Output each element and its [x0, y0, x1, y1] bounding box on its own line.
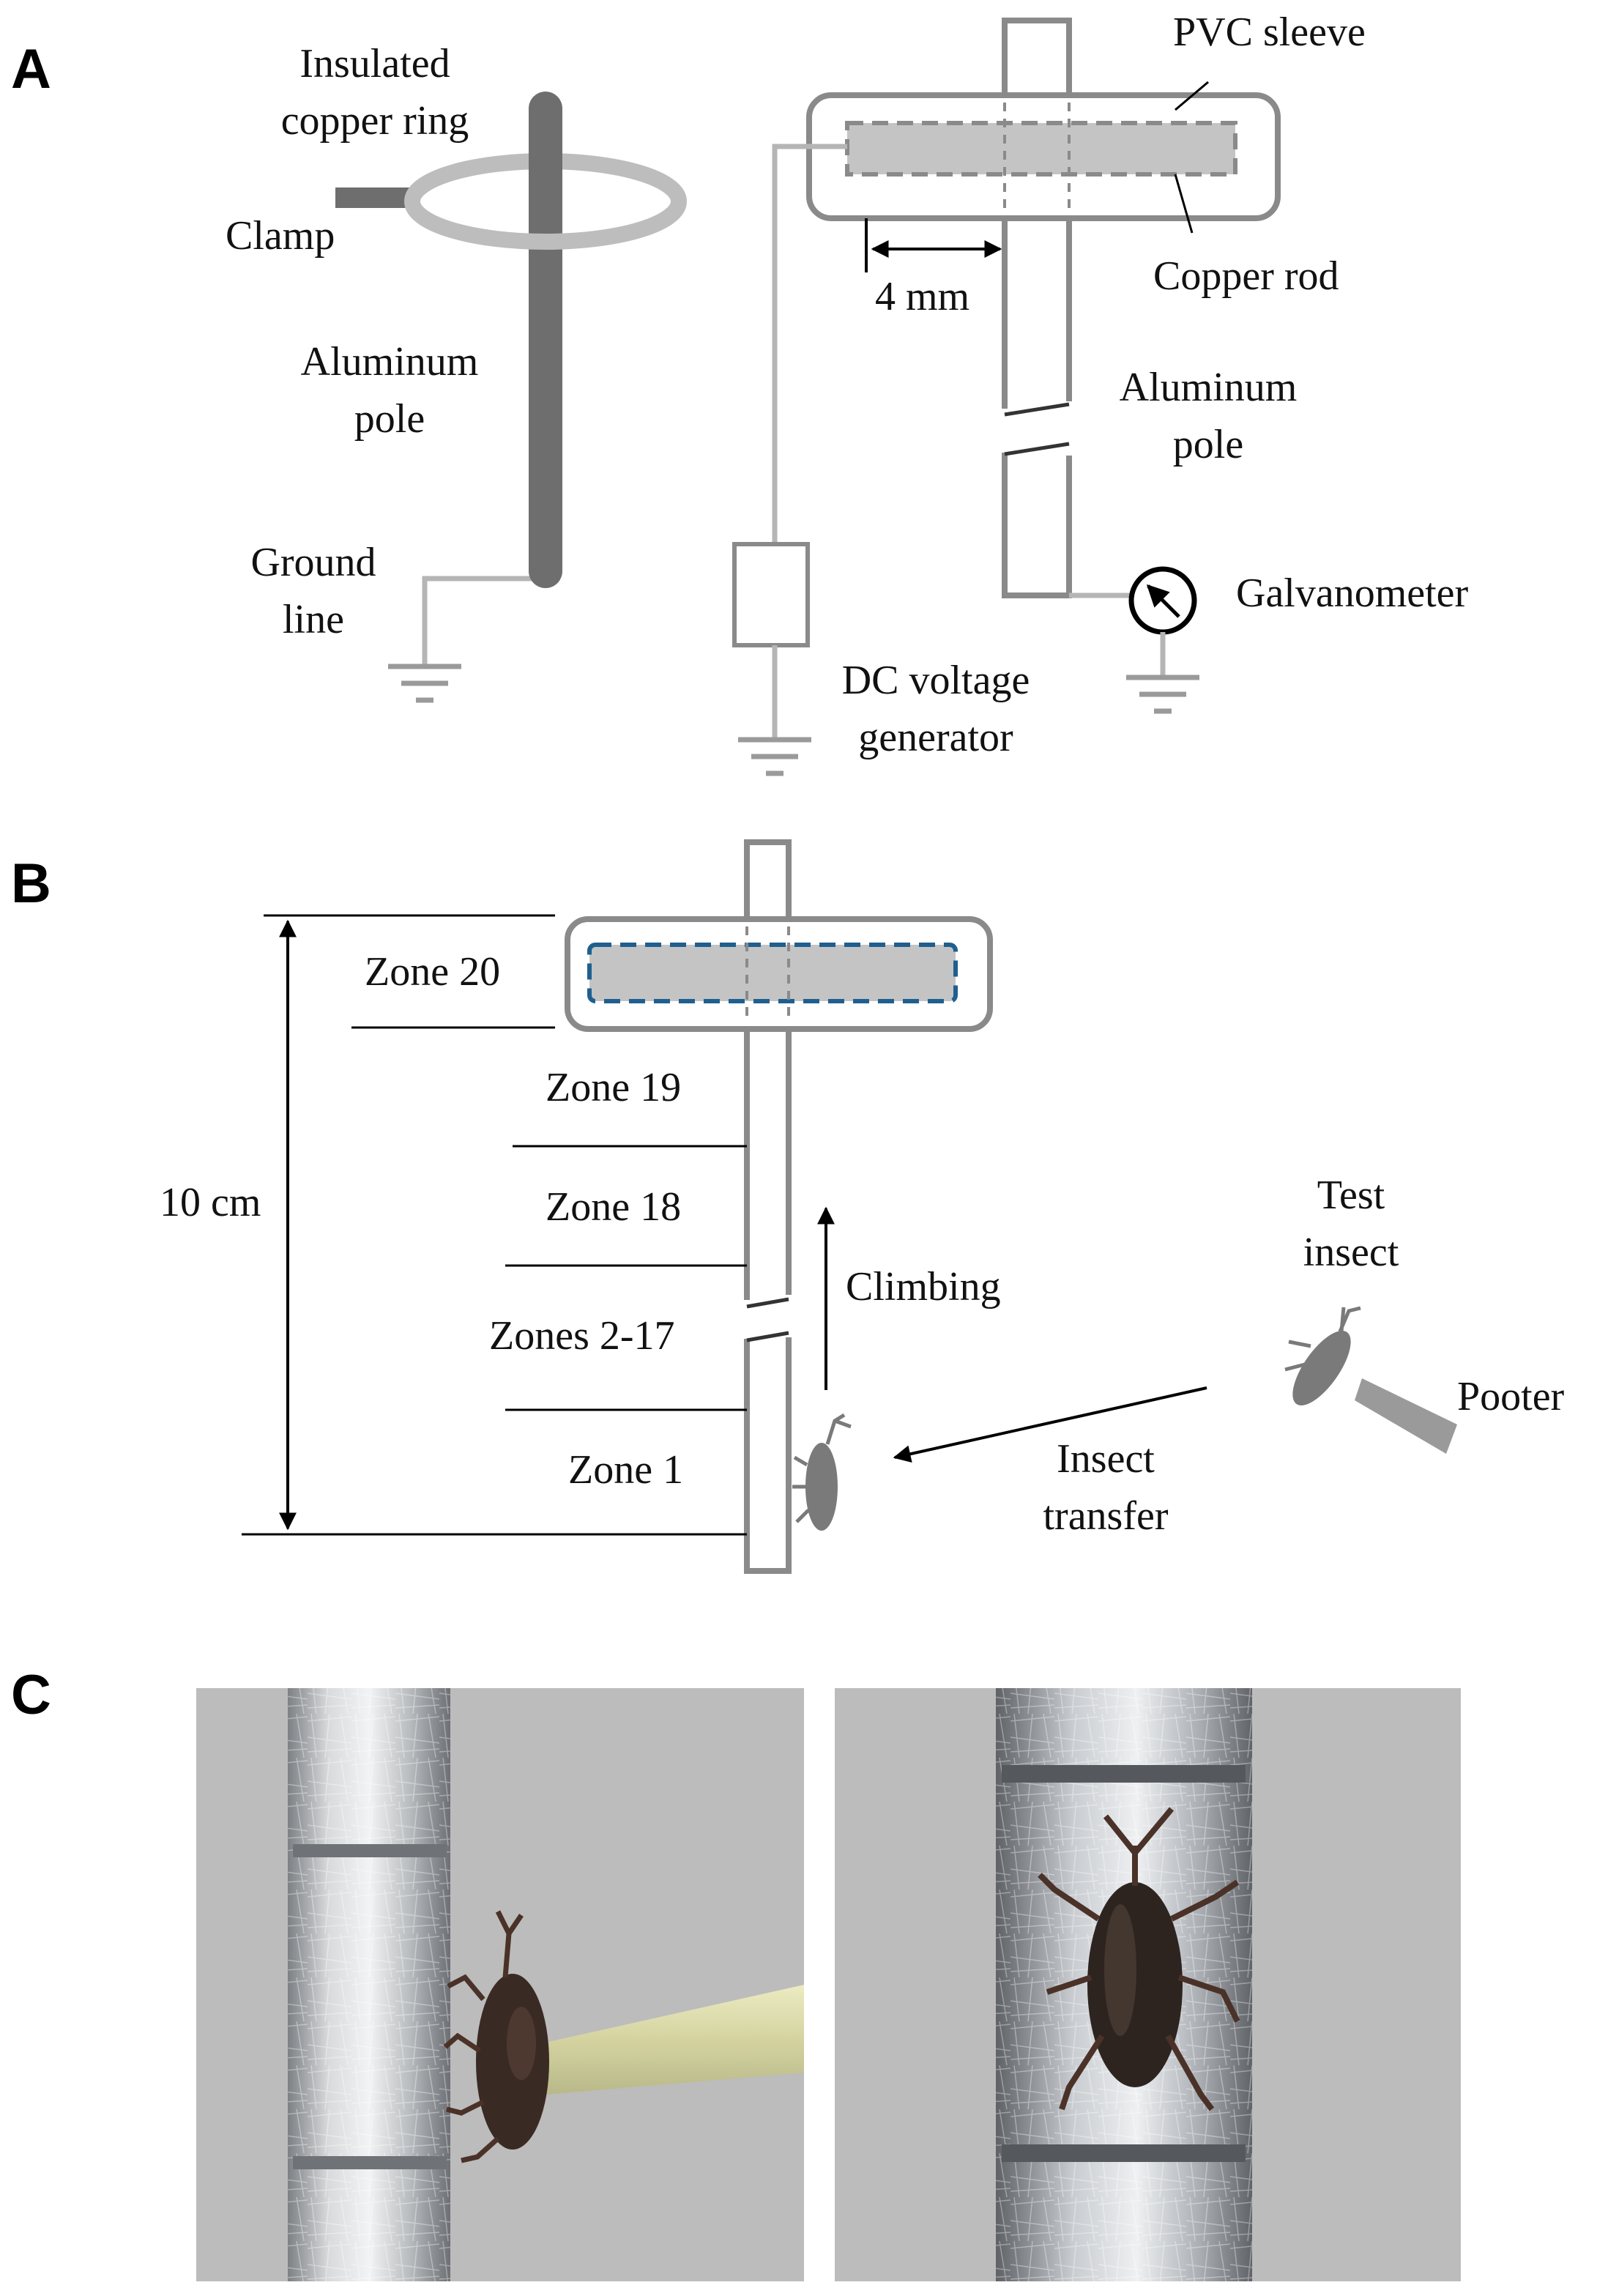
dc-voltage-generator [732, 542, 810, 647]
generator-wire [772, 144, 847, 544]
zone-diagram [242, 839, 1457, 1574]
test-insect [1284, 1306, 1361, 1406]
test-copper-rod [587, 943, 958, 1003]
label-zones-2-17: Zones 2-17 [489, 1313, 675, 1359]
insect-transfer-arrow [893, 1386, 1207, 1463]
label-zone-18: Zone 18 [546, 1184, 681, 1230]
label-height: 10 cm [160, 1180, 261, 1225]
label-copper-rod: Copper rod [1153, 253, 1339, 299]
weevil-side [443, 1910, 549, 2163]
label-galvanometer: Galvanometer [1236, 571, 1469, 616]
aluminum-pole-right-lower [1002, 453, 1072, 598]
panel-label-b: B [11, 852, 51, 915]
grounded-ring-setup [335, 92, 687, 703]
label-pooter: Pooter [1457, 1374, 1565, 1419]
label-pvc-sleeve: PVC sleeve [1173, 10, 1366, 55]
aluminum-pole [529, 92, 562, 588]
ground-symbol-left [388, 664, 461, 703]
panel-label-c: C [11, 1664, 51, 1726]
pole-break-top [1004, 402, 1070, 417]
photo-top-view [835, 1688, 1461, 2281]
pooter-photo [542, 1985, 804, 2095]
ground-symbol-galvanometer [1126, 675, 1199, 714]
label-gap-dimension: 4 mm [875, 274, 969, 319]
pole-break-bottom [1004, 442, 1070, 456]
pooter [1355, 1378, 1457, 1454]
ground-line-wire [422, 576, 546, 666]
label-climbing: Climbing [846, 1264, 1001, 1309]
insect-on-pole [792, 1413, 852, 1531]
copper-rod [845, 121, 1237, 177]
test-pole-lower [744, 1337, 792, 1574]
charged-rod-setup [732, 18, 1281, 776]
test-pole-upper [744, 839, 792, 1300]
insulated-copper-ring-front [404, 201, 687, 250]
photo-side-view [196, 1688, 804, 2281]
label-zone-19: Zone 19 [546, 1065, 681, 1110]
label-zone-1: Zone 1 [568, 1447, 683, 1493]
test-pole-break-top [746, 1297, 789, 1309]
weevil-top [1038, 1807, 1240, 2111]
label-clamp: Clamp [226, 213, 335, 259]
panel-label-a: A [11, 38, 51, 100]
label-zone-20: Zone 20 [365, 949, 500, 995]
ground-symbol-generator [738, 737, 811, 776]
test-pole-break-bottom [746, 1331, 789, 1342]
